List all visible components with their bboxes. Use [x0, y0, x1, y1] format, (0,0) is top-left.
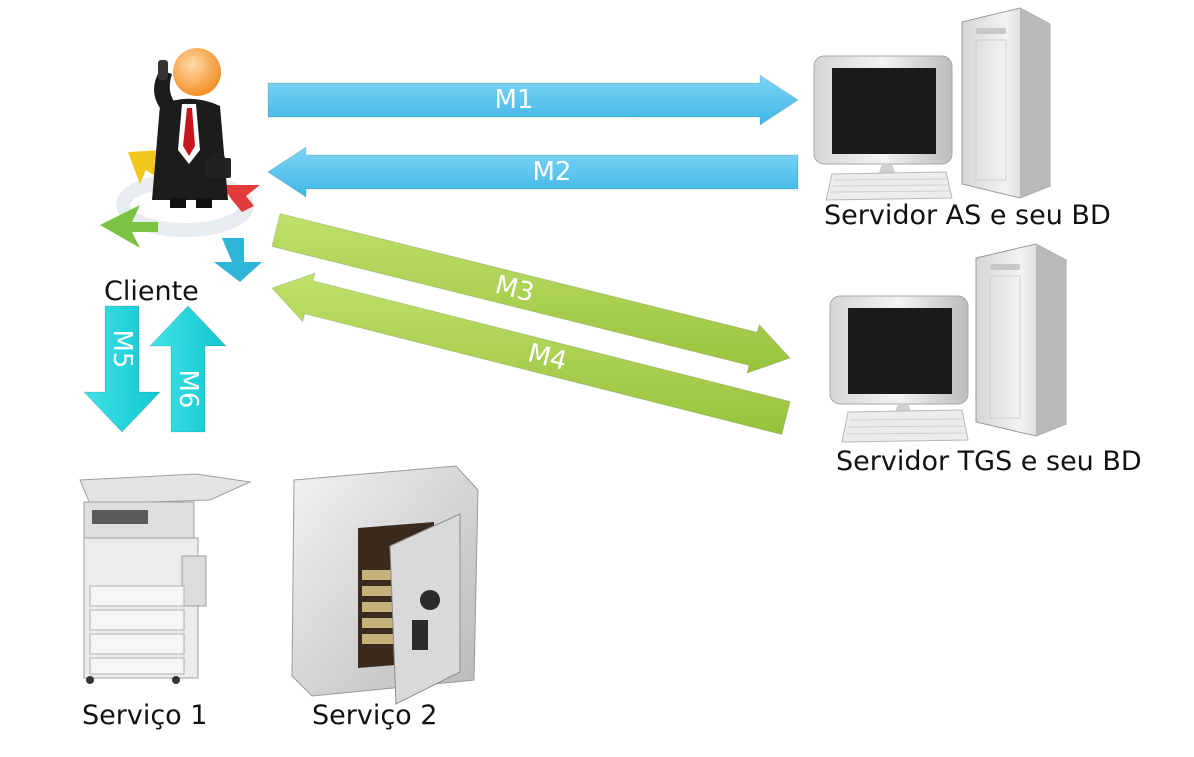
arrow-m6-label: M6	[173, 370, 203, 409]
arrow-m5: M5	[82, 305, 162, 433]
client-label: Cliente	[104, 276, 199, 307]
service1-label: Serviço 1	[82, 700, 208, 731]
arrow-m6-shape	[148, 305, 228, 433]
arrow-m1: M1	[267, 74, 799, 126]
tgs-server-label: Servidor TGS e seu BD	[836, 446, 1142, 477]
arrow-m3-shape	[271, 212, 791, 374]
arrow-m1-label: M1	[495, 85, 534, 115]
arrow-m3: M3	[271, 212, 791, 374]
as-server-label: Servidor AS e seu BD	[824, 200, 1111, 231]
arrow-m5-shape	[82, 305, 162, 433]
service2-label: Serviço 2	[312, 700, 438, 731]
arrow-m5-label: M5	[107, 330, 137, 369]
as-server-icon	[813, 7, 1051, 201]
safe-icon	[291, 465, 479, 705]
arrow-m4: M4	[271, 272, 791, 436]
printer-icon	[79, 473, 252, 684]
arrow-m6: M6	[148, 305, 228, 433]
tgs-server-icon	[829, 243, 1067, 443]
arrow-m2: M2	[267, 146, 799, 198]
client-icon	[100, 48, 262, 282]
arrow-m4-shape	[271, 272, 791, 436]
arrow-m2-shape	[267, 146, 799, 198]
arrow-m2-label: M2	[533, 157, 572, 187]
arrow-m1-shape	[267, 74, 799, 126]
